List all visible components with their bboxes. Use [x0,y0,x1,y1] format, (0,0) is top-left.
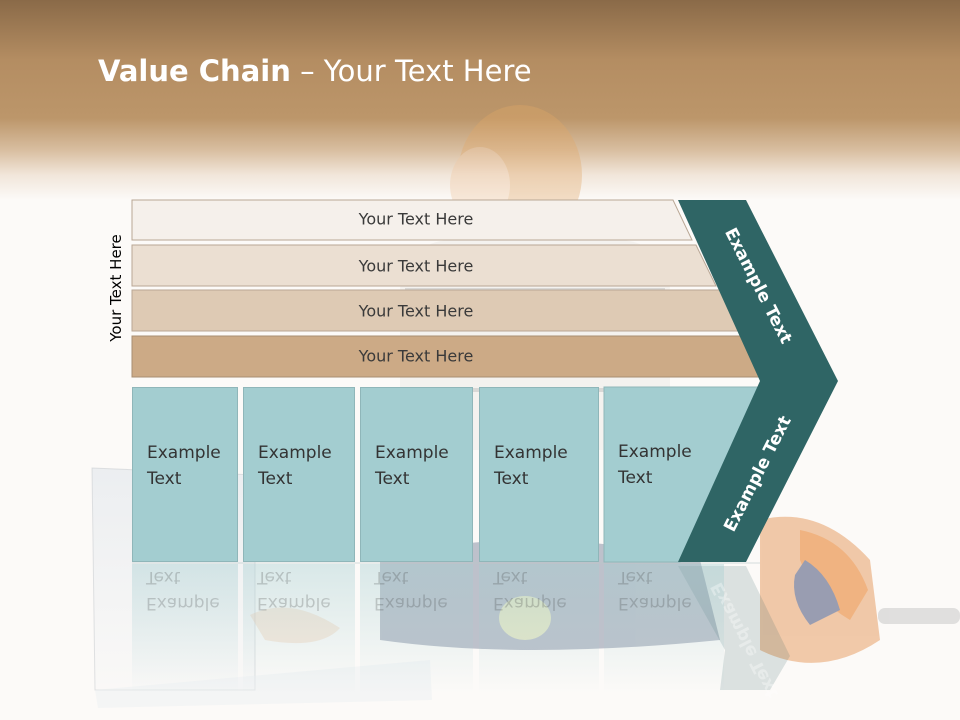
box-5-reflection: Example Text [604,564,724,694]
box-2-reflection-line-2: Text [257,567,292,587]
box-1-reflection-line-2: Text [146,567,181,587]
header-band [0,0,960,200]
row-label-3: Your Text Here [358,301,474,321]
box-4-line-2: Text [494,469,529,489]
box-2-line-1: Example [258,443,332,463]
box-3-reflection-line-2: Text [374,567,409,587]
box-2-reflection: Example Text [243,564,355,694]
title-rest: – Your Text Here [290,54,532,88]
box-2-line-2: Text [258,469,293,489]
chevron-reflection [678,566,790,690]
box-5-line-1: Example [618,442,692,462]
support-row-1 [131,199,693,241]
box-4-line-1: Example [494,443,568,463]
box-5-reflection-line-2: Text [618,567,653,587]
box-1-reflection: Example Text [132,564,238,694]
box-1-line-2: Text [147,469,182,489]
box-3-reflection: Example Text [360,564,473,694]
box-1-line-1: Example [147,443,221,463]
row-label-2: Your Text Here [358,256,474,276]
box-3-line-1: Example [375,443,449,463]
box-5-line-2: Text [618,468,653,488]
slide-title: Value Chain – Your Text Here [98,54,532,88]
title-bold: Value Chain [98,54,291,88]
box-5-reflection-line-1: Example [618,593,692,613]
box-4-reflection-line-1: Example [493,593,567,613]
box-3-line-2: Text [375,469,410,489]
row-label-4: Your Text Here [358,346,474,366]
row-label-1: Your Text Here [358,209,474,229]
box-1-reflection-line-1: Example [146,593,220,613]
support-row-2 [131,244,717,287]
box-4-reflection: Example Text [479,564,599,694]
chevron-arrow [678,200,838,562]
box-3-reflection-line-1: Example [374,593,448,613]
box-4-reflection-line-2: Text [493,567,528,587]
box-2-reflection-line-1: Example [257,593,331,613]
